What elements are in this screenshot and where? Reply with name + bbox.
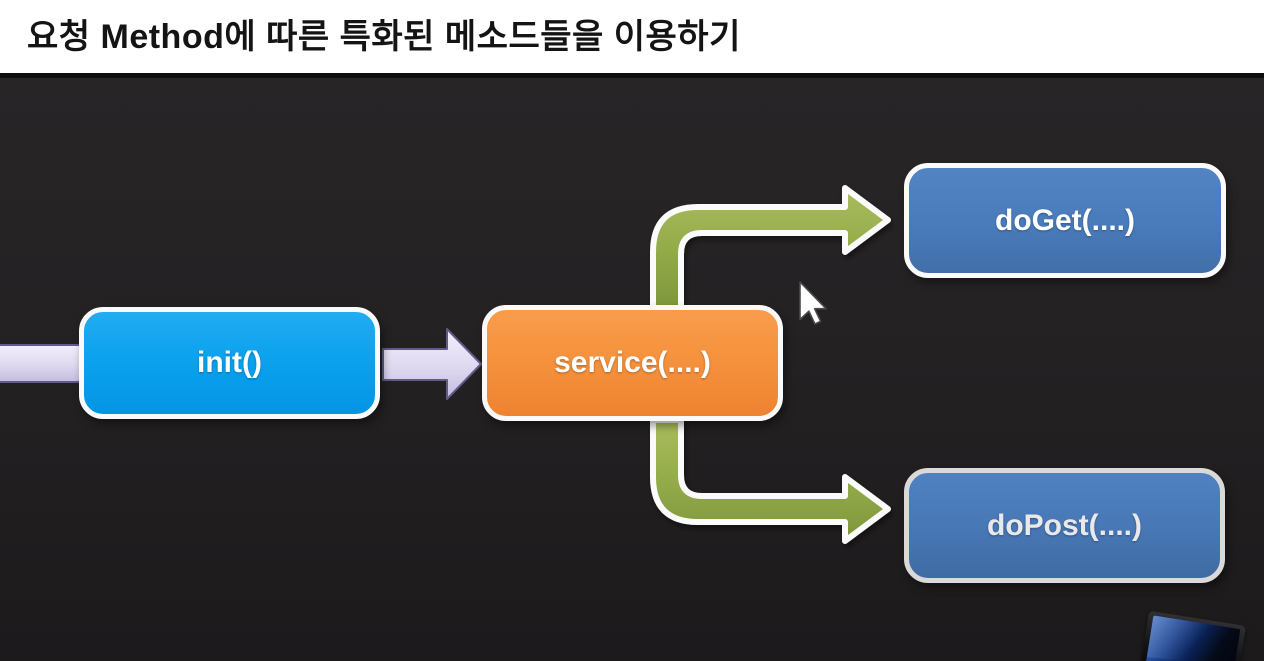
node-init-label: init(): [197, 346, 262, 379]
node-doget: doGet(....): [904, 163, 1226, 278]
monitor-screen: [1145, 615, 1241, 661]
node-doget-label: doGet(....): [995, 203, 1135, 237]
slide-title: 요청 Method에 따른 특화된 메소드들을 이용하기: [27, 18, 741, 56]
arrow-service-to-doget: [650, 185, 891, 312]
arrow-service-to-dopost: [650, 417, 891, 544]
node-dopost: doPost(....): [904, 468, 1225, 583]
diagram-canvas: init() service(....) doGet(....) doPost(…: [0, 78, 1264, 661]
mouse-cursor-icon: [799, 281, 827, 325]
arrow-init-to-service: [382, 328, 482, 400]
title-bar: 요청 Method에 따른 특화된 메소드들을 이용하기: [0, 0, 1264, 78]
node-dopost-label: doPost(....): [987, 508, 1142, 542]
node-service-label: service(....): [554, 346, 711, 379]
node-service: service(....): [482, 305, 783, 421]
arrows-layer: [0, 185, 891, 544]
monitor-gloss: [1145, 615, 1225, 661]
node-init: init(): [79, 307, 380, 419]
arrow-left-to-init: [0, 344, 83, 383]
